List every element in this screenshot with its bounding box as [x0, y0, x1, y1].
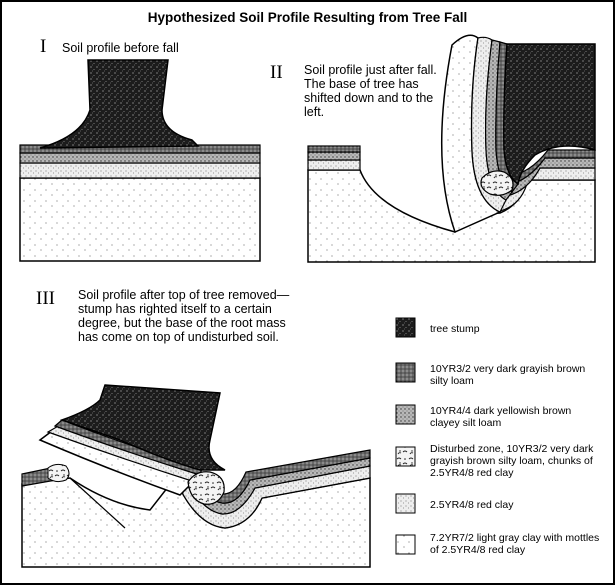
panel-i-gray-clay: [19, 177, 261, 262]
legend-swatch-gray-clay: [395, 534, 416, 555]
panel-i-profile: [19, 59, 261, 262]
panel-i-red-clay: [19, 162, 261, 179]
legend-label-tree-stump: tree stump: [430, 323, 480, 335]
figure-title: Hypothesized Soil Profile Resulting from…: [147, 10, 468, 25]
panel-i-numeral: I: [40, 36, 47, 57]
panel-ii-tree-stump: [503, 43, 596, 186]
panel-iii-numeral: III: [36, 288, 55, 309]
panel-iii-disturbed-zone: [187, 471, 225, 505]
legend-label-disturbed: Disturbed zone, 10YR3/2 very dark grayis…: [430, 443, 594, 479]
panel-ii-left-dark-loam: [307, 145, 361, 153]
panel-iii-profile: [21, 384, 371, 568]
panel-i-tree-stump: [39, 59, 200, 149]
legend-label-dark-loam: 10YR3/2 very dark grayish brown silty lo…: [430, 363, 586, 387]
panel-iii-fracture-line: [69, 477, 126, 529]
panel-iii-tree-stump: [59, 384, 226, 471]
legend-swatches: [395, 317, 416, 555]
panel-ii-left-yellow-loam: [307, 151, 361, 161]
panel-ii-profile: [307, 34, 596, 263]
legend-label-yellow-loam: 10YR4/4 dark yellowish brown clayey silt…: [430, 405, 572, 429]
legend-label-gray-clay: 7.2YR7/2 light gray clay with mottles of…: [430, 532, 600, 556]
legend-swatch-red-clay: [395, 493, 416, 514]
legend-swatch-disturbed: [395, 446, 416, 467]
panel-ii-numeral: II: [270, 62, 283, 83]
panel-iii-caption: Soil profile after top of tree removed—s…: [78, 288, 290, 344]
panel-ii-caption: Soil profile just after fall. The base o…: [304, 63, 437, 119]
legend-swatch-tree-stump: [395, 317, 416, 338]
panel-ii-disturbed-zone: [480, 170, 514, 196]
panel-i-caption: Soil profile before fall: [62, 41, 179, 55]
legend-swatch-yellow-loam: [395, 404, 416, 425]
legend-label-red-clay: 2.5YR4/8 red clay: [430, 499, 514, 511]
panel-i-yellow-loam: [19, 152, 261, 164]
panel-iii-left-disturbed: [47, 463, 70, 483]
panel-ii-left-red-clay: [307, 159, 361, 171]
legend-swatch-dark-loam: [395, 362, 416, 383]
